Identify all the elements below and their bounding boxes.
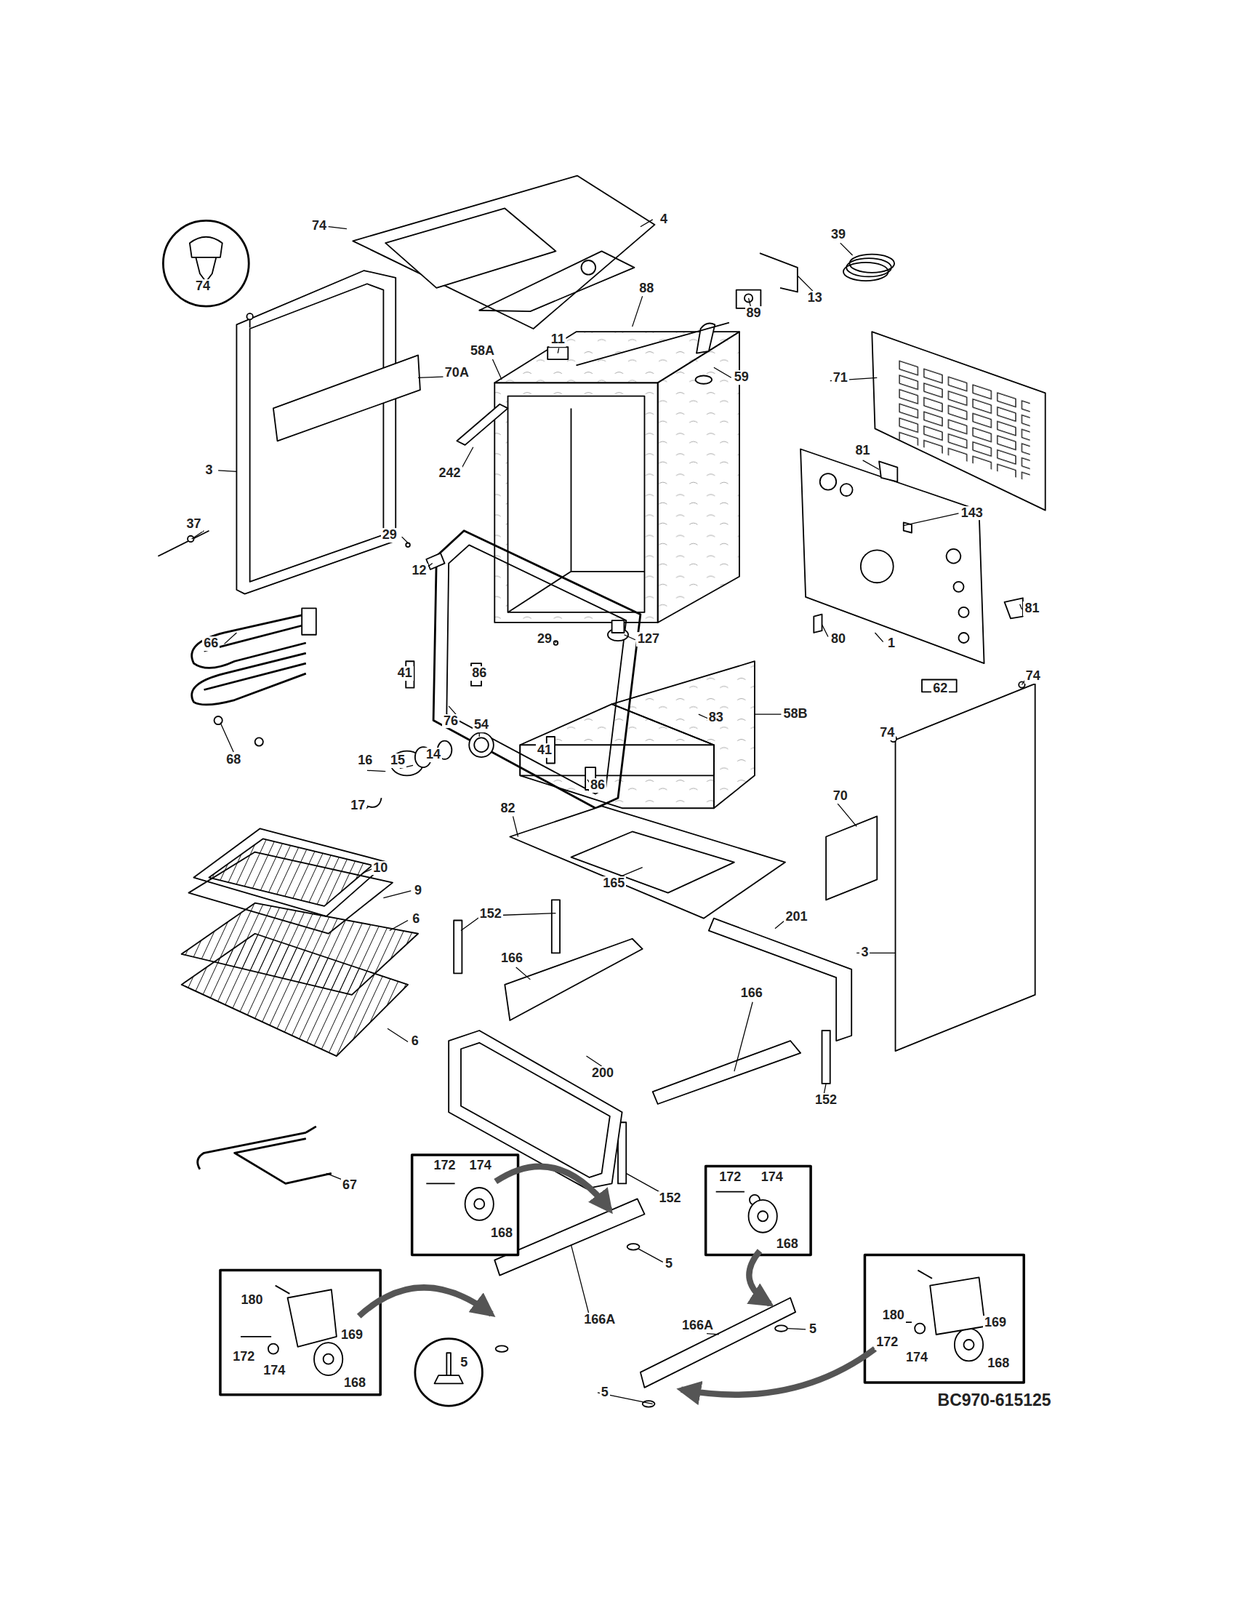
callout-number: 74 <box>1024 668 1042 684</box>
callout-number: 41 <box>535 743 554 758</box>
callout-number: 37 <box>184 516 203 532</box>
callout-number: 15 <box>388 753 407 768</box>
callout-number: 166 <box>739 985 765 1001</box>
callout-number: 152 <box>657 1190 683 1206</box>
callout-number: 168 <box>342 1375 368 1391</box>
callout-number: 6 <box>410 911 421 927</box>
callout-number: 70A <box>443 365 471 381</box>
callout-number: 174 <box>261 1363 287 1378</box>
callout-number: 81 <box>854 443 872 459</box>
callout-number: 152 <box>813 1093 839 1109</box>
callout-number: 54 <box>472 717 491 733</box>
callout-number: 5 <box>458 1355 469 1370</box>
callout-number: 4 <box>658 212 669 227</box>
drawing-number: BC970-615125 <box>936 1390 1053 1410</box>
callout-number: 74 <box>878 726 896 741</box>
callout-number: 13 <box>806 290 824 306</box>
callout-number: 168 <box>985 1355 1011 1371</box>
callout-number: 172 <box>717 1169 743 1185</box>
callout-number: 3 <box>859 945 870 960</box>
callout-number: 76 <box>442 713 460 729</box>
callout-number: 180 <box>239 1292 264 1308</box>
callout-number: 201 <box>783 909 809 925</box>
callout-number: 5 <box>807 1321 818 1337</box>
callout-number: 169 <box>982 1315 1008 1330</box>
callout-number: 62 <box>931 681 949 696</box>
callout-number: 166 <box>499 951 525 967</box>
callout-number: 174 <box>468 1158 493 1173</box>
callout-number: 166A <box>582 1312 617 1327</box>
callout-number: 169 <box>339 1327 365 1343</box>
callout-number: 41 <box>396 665 414 681</box>
callout-number: 200 <box>590 1065 616 1081</box>
callout-number: 29 <box>380 527 399 543</box>
callout-number: 168 <box>489 1225 515 1241</box>
callout-number: 74 <box>194 279 212 294</box>
callout-number: 86 <box>588 777 607 793</box>
callout-number: 166A <box>680 1318 715 1334</box>
callout-number: 152 <box>478 906 504 922</box>
callout-number: 17 <box>348 798 367 813</box>
callout-number: 168 <box>775 1236 800 1252</box>
callout-number: 10 <box>371 860 389 876</box>
callout-number: 86 <box>470 665 488 681</box>
callout-number: 174 <box>904 1350 930 1365</box>
callout-number: 14 <box>424 747 443 762</box>
callout-number: 174 <box>759 1169 785 1185</box>
callout-number: 88 <box>637 281 656 296</box>
callout-number: 9 <box>412 883 424 898</box>
callout-number: 5 <box>599 1385 611 1400</box>
callout-number: 59 <box>732 370 751 385</box>
callout-number: 16 <box>356 753 374 768</box>
callout-number: 29 <box>535 632 554 648</box>
callout-number: 74 <box>310 218 328 234</box>
callout-number: 127 <box>636 632 661 648</box>
callout-number: 81 <box>1022 601 1041 616</box>
callout-number: 165 <box>601 876 626 891</box>
callout-number: 58A <box>468 343 496 359</box>
callout-number: 71 <box>831 370 850 386</box>
callout-number: 3 <box>204 463 215 478</box>
callout-number: 39 <box>829 227 848 243</box>
callout-number: 6 <box>410 1033 421 1049</box>
callout-number: 68 <box>224 752 243 768</box>
callout-number: 12 <box>410 564 428 579</box>
callout-number: 89 <box>745 306 763 321</box>
callout-number: 1 <box>886 636 897 651</box>
callout-number: 172 <box>231 1349 256 1364</box>
callout-number: 11 <box>549 332 567 347</box>
callout-number: 66 <box>202 636 220 651</box>
callout-number: 58B <box>782 706 810 722</box>
callout-number: 70 <box>831 789 850 805</box>
callout-number: 172 <box>432 1158 458 1173</box>
callout-number: 180 <box>881 1307 906 1323</box>
callout-number: 80 <box>829 632 848 648</box>
callout-number: 143 <box>959 506 985 521</box>
callout-number: 172 <box>874 1334 900 1350</box>
callout-number: 82 <box>498 801 517 816</box>
callout-number: 83 <box>707 711 725 726</box>
callout-number: 242 <box>437 466 463 481</box>
callout-number: 5 <box>663 1256 674 1271</box>
callout-number: 67 <box>340 1177 359 1193</box>
